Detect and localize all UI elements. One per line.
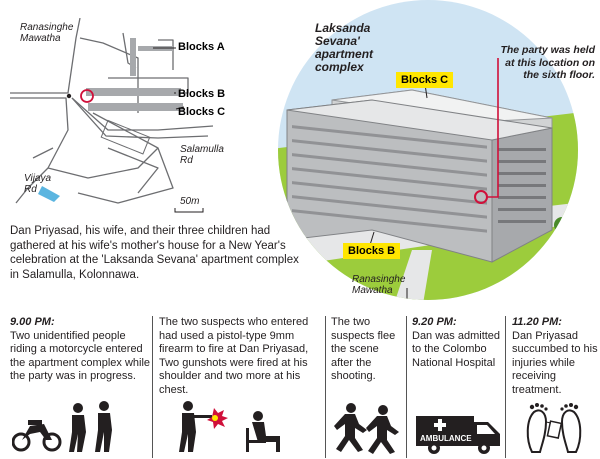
deceased-feet-icon [526,403,582,453]
shooting-icon [179,401,280,452]
intro-paragraph: Dan Priyasad, his wife, and their three … [10,225,299,281]
ambulance-label: AMBULANCE [420,434,472,443]
map-block-b [86,88,181,96]
motorcycle-suspects-icon [12,401,112,452]
map-scale-label: 50m [180,196,200,207]
map-label-blocks-b: Blocks B [178,88,226,100]
map-entry-dot [66,93,72,99]
timeline-text-1: Two unidentified people riding a motorcy… [10,329,151,383]
timeline-time-1: 9.00 PM: [10,316,55,328]
timeline-text-5: Dan Priyasad succumbed to his injuries w… [512,329,598,396]
scene-road-ranasinghe: Ranasinghe Mawatha [352,274,406,296]
map-label-blocks-a: Blocks A [178,41,225,53]
tag-blocks-b: Blocks B [343,243,401,259]
timeline-divider [505,316,506,458]
timeline-text-2: The two suspects who entered had used a … [159,316,309,396]
map-block-a [130,38,136,76]
timeline-item-1: 9.00 PM: Two unidentified people riding … [10,316,150,384]
timeline-divider [406,316,407,458]
map-block-c [88,103,183,111]
ambulance-icon: AMBULANCE [416,416,500,454]
party-location-note: The party was held at this location on t… [500,44,595,81]
fleeing-suspects-icon [334,403,399,454]
timeline-time-4: 9.20 PM: [412,316,457,328]
timeline-item-4: 9.20 PM: Dan was admitted to the Colombo… [412,316,504,370]
tag-blocks-c: Blocks C [396,72,454,88]
map-road-vijaya: Vijaya Rd [24,173,52,195]
timeline-item-3: The two suspects flee the scene after th… [331,316,403,384]
apartment-scene [278,0,578,300]
location-map [10,18,214,213]
timeline-divider [152,316,153,458]
map-road-ranasinghe: Ranasinghe Mawatha [20,22,74,44]
map-road-salamulla: Salamulla Rd [180,144,224,166]
timeline-item-5: 11.20 PM: Dan Priyasad succumbed to his … [512,316,598,397]
map-water [38,186,60,202]
timeline-text-4: Dan was admitted to the Colombo National… [412,329,501,369]
complex-title: Laksanda Sevana' apartment complex [315,21,374,74]
timeline-text-3: The two suspects flee the scene after th… [331,316,396,382]
timeline-time-5: 11.20 PM: [512,316,562,328]
timeline-item-2: The two suspects who entered had used a … [159,316,319,397]
map-location-marker [80,89,94,103]
map-label-blocks-c: Blocks C [178,106,226,118]
timeline-divider [325,316,326,458]
